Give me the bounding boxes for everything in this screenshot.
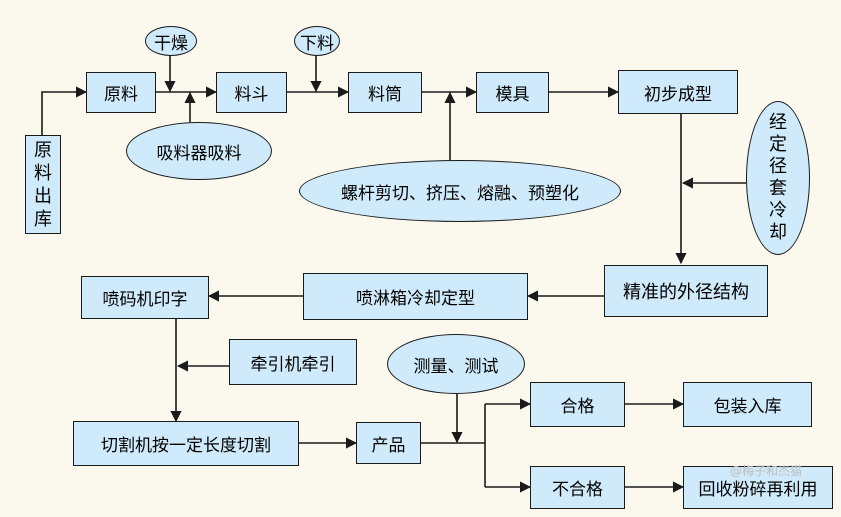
node-unqualified: 不合格: [530, 466, 625, 509]
edge-raw-out-to-raw: [41, 86, 88, 136]
node-preliminary-forming: 初步成型: [618, 70, 738, 114]
node-preliminary-forming-label: 初步成型: [644, 84, 712, 105]
node-measure-test: 测量、测试: [387, 334, 525, 394]
node-packing-storage-label: 包装入库: [713, 397, 782, 417]
node-raw-material-out: 原料出库: [25, 135, 61, 234]
node-die: 模具: [476, 72, 549, 113]
node-feeding-label: 下料: [300, 33, 334, 54]
node-measure-test-label: 测量、测试: [413, 356, 499, 377]
node-drying: 干燥: [145, 26, 197, 56]
node-product-label: 产品: [371, 435, 406, 456]
node-precise-outer-diameter-label: 精准的外径结构: [623, 282, 749, 303]
node-hopper-label: 料斗: [234, 85, 269, 105]
node-raw-material-label: 原料: [104, 85, 138, 105]
node-cutting-label: 切割机按一定长度切割: [101, 436, 271, 456]
node-packing-storage: 包装入库: [683, 382, 812, 427]
node-suction-feed: 吸料器吸料: [126, 122, 272, 180]
node-sizing-sleeve-cooling-label: 经定径套冷却: [769, 112, 787, 243]
node-inkjet-printing-label: 喷码机印字: [102, 290, 188, 310]
node-qualified: 合格: [530, 382, 625, 427]
node-cutting: 切割机按一定长度切割: [73, 421, 299, 466]
node-spray-cooling: 喷淋箱冷却定型: [303, 273, 528, 320]
node-hopper: 料斗: [216, 72, 287, 113]
node-precise-outer-diameter: 精准的外径结构: [604, 265, 768, 317]
node-barrel-label: 料筒: [368, 85, 402, 105]
node-drying-label: 干燥: [154, 33, 188, 54]
node-screw-process-label: 螺杆剪切、挤压、熔融、预塑化: [341, 183, 579, 204]
node-traction-label: 牵引机牵引: [250, 354, 336, 375]
node-product: 产品: [356, 422, 421, 464]
node-qualified-label: 合格: [560, 397, 595, 417]
node-die-label: 模具: [495, 85, 530, 105]
node-raw-material-out-label: 原料出库: [34, 139, 52, 230]
node-recycle: 回收粉碎再利用: [683, 466, 833, 509]
node-feeding: 下料: [294, 26, 340, 56]
node-suction-feed-label: 吸料器吸料: [156, 143, 242, 164]
node-sizing-sleeve-cooling: 经定径套冷却: [746, 101, 810, 255]
node-unqualified-label: 不合格: [552, 480, 603, 500]
watermark: @梅子和杰猫: [730, 464, 803, 478]
node-raw-material: 原料: [86, 72, 156, 113]
node-recycle-label: 回收粉碎再利用: [698, 480, 818, 500]
node-inkjet-printing: 喷码机印字: [81, 276, 209, 319]
node-spray-cooling-label: 喷淋箱冷却定型: [356, 289, 475, 309]
node-barrel: 料筒: [348, 72, 422, 113]
node-screw-process: 螺杆剪切、挤压、熔融、预塑化: [299, 160, 621, 222]
node-traction: 牵引机牵引: [229, 339, 357, 385]
